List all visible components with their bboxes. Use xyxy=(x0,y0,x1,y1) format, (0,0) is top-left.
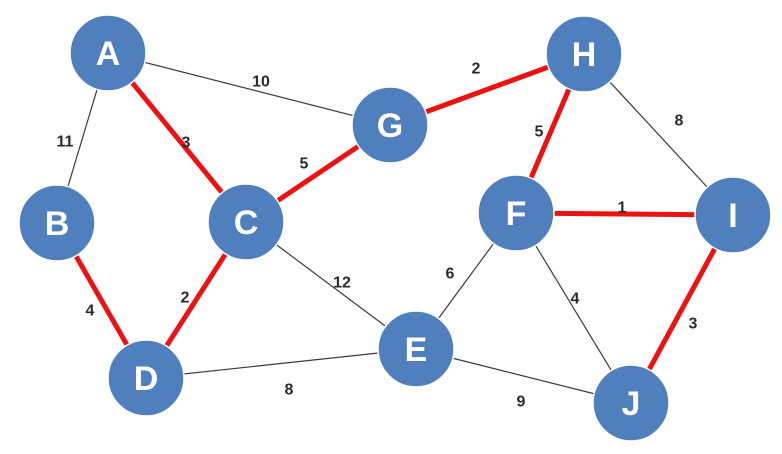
edge-d-e xyxy=(145,348,417,379)
edge-weight-f-j: 4 xyxy=(571,291,580,308)
node-b: B xyxy=(18,184,96,262)
node-d: D xyxy=(107,339,185,417)
edge-weight-b-d: 4 xyxy=(86,303,95,320)
node-h: H xyxy=(545,15,623,93)
edge-a-g xyxy=(107,52,391,126)
node-label-c: C xyxy=(234,204,259,242)
node-f: F xyxy=(477,174,555,252)
edge-weight-a-b: 11 xyxy=(57,134,74,151)
node-j: J xyxy=(592,364,670,442)
edge-weight-c-e: 12 xyxy=(333,275,351,292)
node-circle-a xyxy=(69,14,147,92)
node-label-d: D xyxy=(134,360,159,398)
node-a: A xyxy=(69,14,147,92)
edge-weight-f-e: 6 xyxy=(446,266,455,283)
node-circle-h xyxy=(545,15,623,93)
edge-weight-c-d: 2 xyxy=(181,290,190,307)
nodes-layer: A B C D E F G H I J xyxy=(18,14,772,442)
node-label-e: E xyxy=(405,331,428,369)
node-circle-g xyxy=(351,86,429,164)
node-label-h: H xyxy=(572,36,597,74)
node-circle-d xyxy=(107,339,185,417)
edge-weight-h-i: 8 xyxy=(675,113,684,130)
node-label-j: J xyxy=(622,385,641,423)
edge-weight-g-h: 2 xyxy=(472,61,481,78)
node-label-a: A xyxy=(96,35,121,73)
edge-weight-a-g: 10 xyxy=(252,74,270,91)
node-circle-c xyxy=(207,183,285,261)
node-circle-e xyxy=(377,310,455,388)
node-label-f: F xyxy=(506,195,527,233)
node-circle-f xyxy=(477,174,555,252)
node-c: C xyxy=(207,183,285,261)
edge-weight-d-e: 8 xyxy=(285,382,294,399)
node-g: G xyxy=(351,86,429,164)
node-label-g: G xyxy=(377,107,403,145)
node-e: E xyxy=(377,310,455,388)
edge-weights-layer: 11 10 3 4 5 2 12 8 2 5 8 1 6 4 3 9 xyxy=(57,61,698,411)
node-circle-i xyxy=(694,176,772,254)
node-label-i: I xyxy=(728,197,737,235)
edge-weight-f-i: 1 xyxy=(618,200,627,217)
edge-weight-c-g: 5 xyxy=(300,156,309,173)
edge-weight-e-j: 9 xyxy=(517,394,526,411)
edge-weight-h-f: 5 xyxy=(535,124,544,141)
edge-weight-i-j: 3 xyxy=(689,316,698,333)
node-circle-j xyxy=(592,364,670,442)
node-i: I xyxy=(694,176,772,254)
edge-weight-a-c: 3 xyxy=(182,135,191,152)
node-label-b: B xyxy=(45,205,70,243)
node-circle-b xyxy=(18,184,96,262)
